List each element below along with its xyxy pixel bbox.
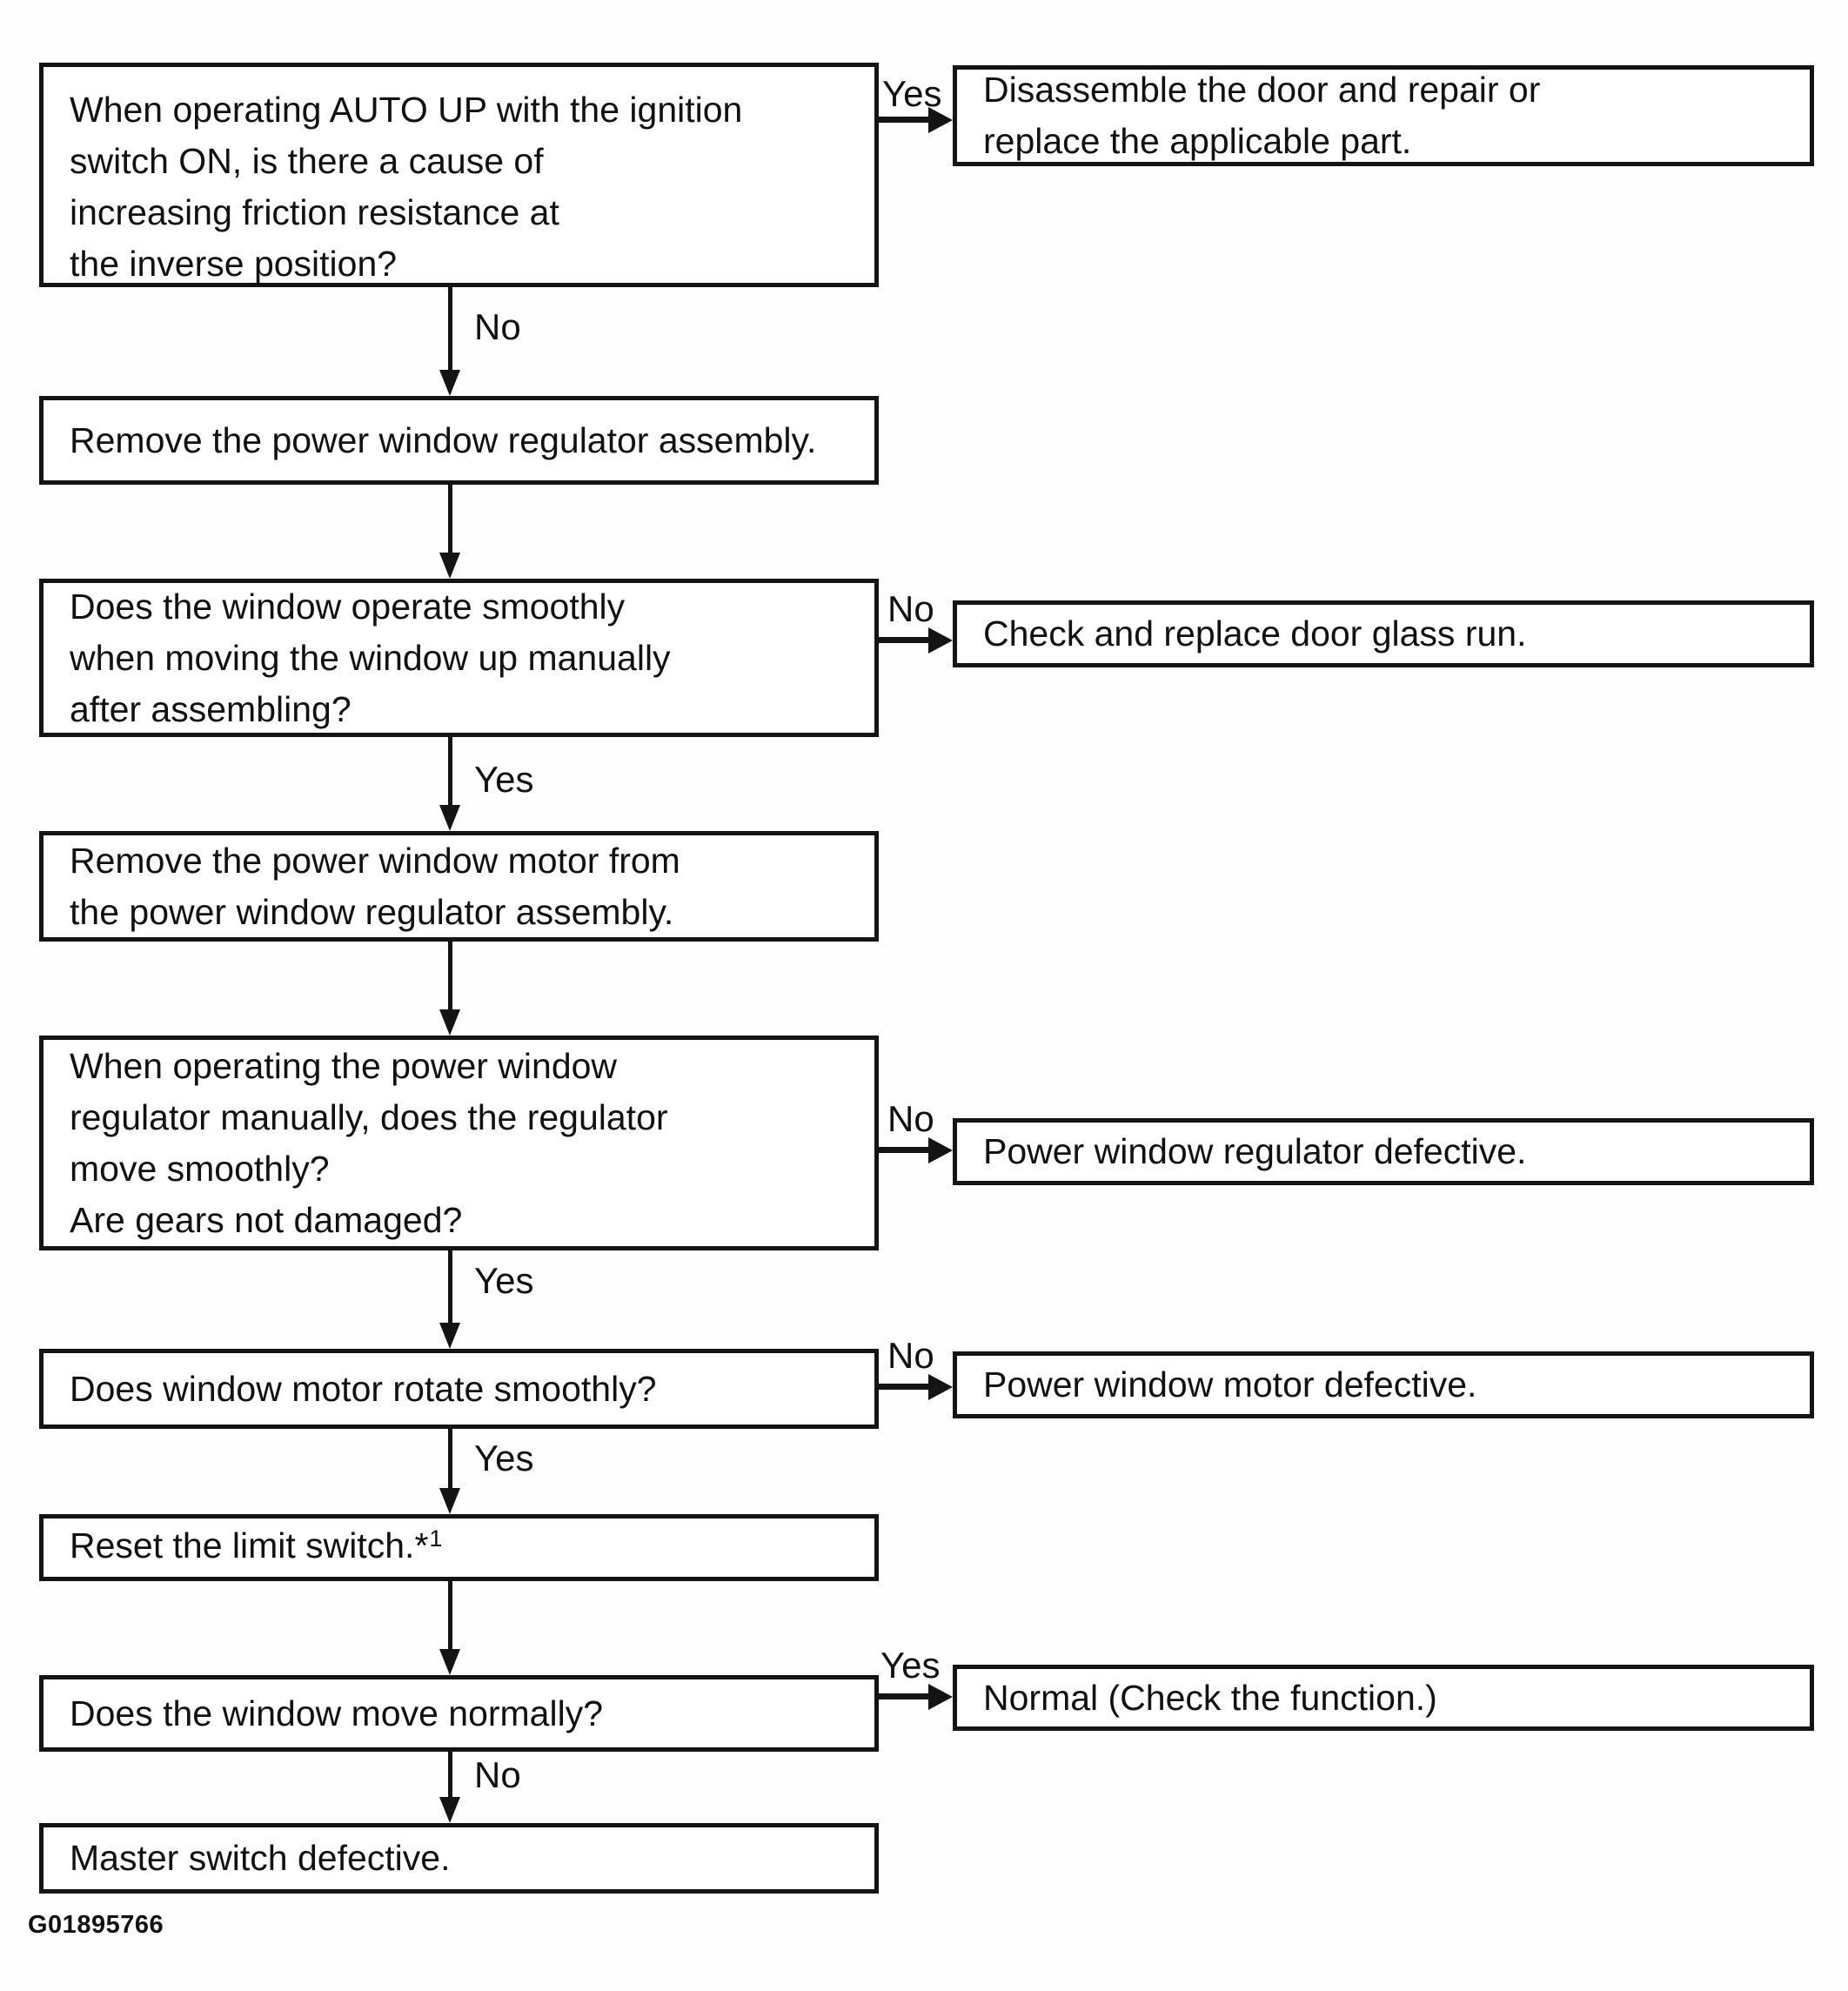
node-action-remove-regulator-assembly: Remove the power window regulator assemb…: [39, 396, 879, 485]
node-result-regulator-defective: Power window regulator defective.: [953, 1118, 1814, 1185]
node-result-disassemble-door: Disassemble the door and repair or repla…: [953, 65, 1814, 166]
node-result-master-switch-defective: Master switch defective.: [39, 1823, 879, 1894]
node-question-window-moves-normally: Does the window move normally?: [39, 1675, 879, 1752]
node-result-motor-defective: Power window motor defective.: [953, 1351, 1814, 1418]
text-line: the power window regulator assembly.: [70, 891, 674, 932]
text-line: Check and replace door glass run.: [983, 613, 1527, 654]
text-line: after assembling?: [70, 688, 352, 729]
arrow-q3-yes-line: [448, 1250, 452, 1324]
arrow-q2-yes-head: [439, 805, 460, 831]
text-line: Reset the limit switch.*1: [70, 1520, 848, 1576]
edge-label-q2-yes: Yes: [474, 759, 534, 800]
text-line: Power window regulator defective.: [983, 1131, 1527, 1171]
arrow-q2-yes-line: [448, 737, 452, 807]
arrow-q1-no-line: [448, 287, 452, 370]
arrow-q1-no-head: [439, 370, 460, 396]
edge-label-q1-no: No: [474, 306, 521, 347]
text-line: Remove the power window motor from: [70, 840, 680, 881]
node-question-regulator-moves-smoothly: When operating the power window regulato…: [39, 1036, 879, 1250]
text-line: Master switch defective.: [70, 1838, 451, 1878]
arrow-a1-down-head: [439, 553, 460, 579]
text-fragment: Reset the limit switch.*: [70, 1525, 429, 1565]
arrow-q4-no-line: [877, 1384, 929, 1390]
arrow-q5-no-head: [439, 1797, 460, 1823]
arrow-q5-yes-line: [877, 1693, 929, 1699]
text-line: increasing friction resistance at: [70, 192, 559, 232]
node-result-replace-door-glass-run: Check and replace door glass run.: [953, 600, 1814, 667]
arrow-q5-no-line: [448, 1752, 452, 1799]
arrow-a3-down-line: [448, 1581, 452, 1651]
arrow-q2-no-line: [877, 637, 929, 643]
arrow-q4-no-head: [928, 1374, 953, 1400]
edge-label-q3-no: No: [887, 1098, 934, 1139]
edge-label-q4-no: No: [887, 1335, 934, 1376]
text-line: Does window motor rotate smoothly?: [70, 1368, 657, 1409]
figure-id: G01895766: [28, 1911, 164, 1939]
arrow-a2-down-head: [439, 1009, 460, 1036]
text-line: move smoothly?: [70, 1148, 330, 1189]
node-action-reset-limit-switch: Reset the limit switch.*1: [39, 1514, 879, 1581]
text-line: the inverse position?: [70, 244, 398, 284]
edge-label-q2-no: No: [887, 588, 934, 629]
arrow-q4-yes-line: [448, 1429, 452, 1490]
node-result-normal: Normal (Check the function.): [953, 1665, 1814, 1731]
arrow-q5-yes-head: [928, 1684, 953, 1710]
text-line: Does the window operate smoothly: [70, 586, 626, 627]
text-line: when moving the window up manually: [70, 637, 671, 678]
node-question-auto-up-friction: When operating AUTO UP with the ignition…: [39, 63, 879, 287]
edge-label-q5-no: No: [474, 1754, 521, 1795]
node-action-remove-motor: Remove the power window motor from the p…: [39, 831, 879, 942]
arrow-a3-down-head: [439, 1649, 460, 1675]
arrow-a1-down-line: [448, 485, 452, 554]
text-line: regulator manually, does the regulator: [70, 1096, 668, 1137]
text-line: Does the window move normally?: [70, 1693, 603, 1733]
text-line: Power window motor defective.: [983, 1364, 1477, 1404]
arrow-q3-yes-head: [439, 1323, 460, 1349]
text-line: Remove the power window regulator assemb…: [70, 419, 817, 460]
arrow-q4-yes-head: [439, 1488, 460, 1514]
node-question-motor-rotates-smoothly: Does window motor rotate smoothly?: [39, 1349, 879, 1429]
edge-label-q4-yes: Yes: [474, 1438, 534, 1478]
text-line: switch ON, is there a cause of: [70, 141, 544, 181]
text-line: Normal (Check the function.): [983, 1677, 1437, 1718]
arrow-q1-yes-line: [877, 117, 929, 123]
arrow-a2-down-line: [448, 942, 452, 1011]
node-question-window-operates-smoothly: Does the window operate smoothly when mo…: [39, 579, 879, 737]
footnote-superscript: 1: [429, 1525, 443, 1552]
arrow-q3-no-head: [928, 1137, 953, 1163]
edge-label-q5-yes: Yes: [880, 1645, 941, 1686]
arrow-q2-no-head: [928, 627, 953, 654]
arrow-q1-yes-head: [928, 107, 953, 133]
edge-label-q3-yes: Yes: [474, 1260, 534, 1301]
text-line: replace the applicable part.: [983, 121, 1412, 161]
text-line: Disassemble the door and repair or: [983, 70, 1541, 110]
arrow-q3-no-line: [877, 1147, 929, 1153]
text-line: When operating the power window: [70, 1045, 618, 1086]
text-line: When operating AUTO UP with the ignition: [70, 90, 743, 130]
text-line: Are gears not damaged?: [70, 1199, 463, 1240]
